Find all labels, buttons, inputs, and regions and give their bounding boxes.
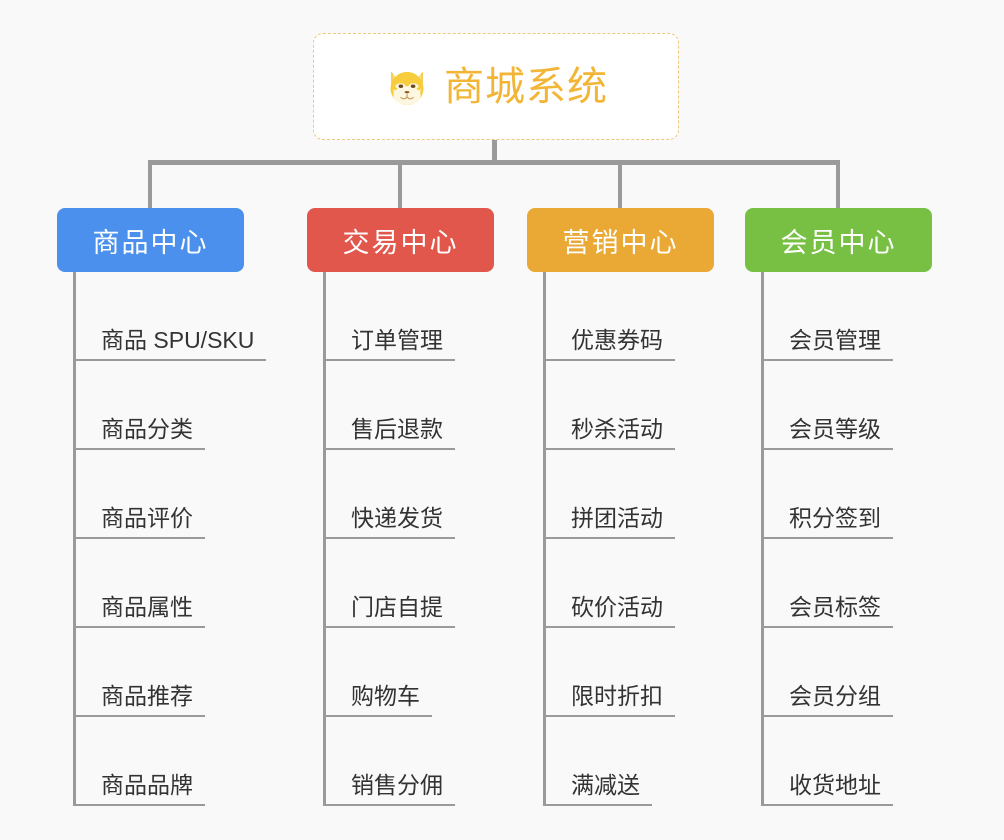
list-item[interactable]: 门店自提 — [307, 539, 494, 628]
branch-stem-3 — [543, 272, 546, 806]
list-item[interactable]: 会员标签 — [745, 539, 932, 628]
list-item[interactable]: 售后退款 — [307, 361, 494, 450]
leaf-label: 快递发货 — [326, 505, 455, 539]
list-item[interactable]: 积分签到 — [745, 450, 932, 539]
leaf-label: 订单管理 — [326, 327, 455, 361]
branch-product-center: 商品中心 商品 SPU/SKU 商品分类 商品评价 商品属性 商品推荐 商品品牌 — [57, 208, 267, 806]
list-item[interactable]: 购物车 — [307, 628, 494, 717]
category-box-2[interactable]: 交易中心 — [307, 208, 494, 272]
leaf-label: 收货地址 — [764, 772, 893, 806]
list-item[interactable]: 商品推荐 — [57, 628, 266, 717]
list-item[interactable]: 拼团活动 — [527, 450, 714, 539]
list-item[interactable]: 商品分类 — [57, 361, 266, 450]
list-item[interactable]: 商品属性 — [57, 539, 266, 628]
leaf-list-4: 会员管理 会员等级 积分签到 会员标签 会员分组 收货地址 — [745, 272, 932, 806]
connector-horizontal-bus — [148, 160, 840, 165]
branch-member-center: 会员中心 会员管理 会员等级 积分签到 会员标签 会员分组 收货地址 — [745, 208, 932, 806]
connector-drop-3 — [618, 160, 622, 210]
list-item[interactable]: 快递发货 — [307, 450, 494, 539]
list-item[interactable]: 商品 SPU/SKU — [57, 272, 267, 361]
leaf-label: 门店自提 — [326, 594, 455, 628]
list-item[interactable]: 优惠券码 — [527, 272, 714, 361]
branch-stem-1 — [73, 272, 76, 806]
list-item[interactable]: 会员等级 — [745, 361, 932, 450]
connector-drop-4 — [836, 160, 840, 210]
category-box-1[interactable]: 商品中心 — [57, 208, 244, 272]
list-item[interactable]: 销售分佣 — [307, 717, 494, 806]
category-box-3[interactable]: 营销中心 — [527, 208, 714, 272]
list-item[interactable]: 商品品牌 — [57, 717, 266, 806]
list-item[interactable]: 满减送 — [527, 717, 714, 806]
list-item[interactable]: 砍价活动 — [527, 539, 714, 628]
root-node[interactable]: 商城系统 — [313, 33, 679, 140]
leaf-label: 限时折扣 — [546, 683, 675, 717]
branch-stem-4 — [761, 272, 764, 806]
leaf-label: 秒杀活动 — [546, 416, 675, 450]
connector-drop-1 — [148, 160, 152, 210]
leaf-label: 会员等级 — [764, 416, 893, 450]
branch-stem-2 — [323, 272, 326, 806]
leaf-label: 会员标签 — [764, 594, 893, 628]
list-item[interactable]: 订单管理 — [307, 272, 494, 361]
connector-drop-2 — [398, 160, 402, 210]
leaf-label: 购物车 — [326, 683, 432, 717]
list-item[interactable]: 收货地址 — [745, 717, 932, 806]
leaf-label: 商品 SPU/SKU — [76, 327, 267, 361]
leaf-label: 商品属性 — [76, 594, 205, 628]
leaf-label: 售后退款 — [326, 416, 455, 450]
leaf-label: 满减送 — [546, 772, 652, 806]
list-item[interactable]: 限时折扣 — [527, 628, 714, 717]
leaf-label: 砍价活动 — [546, 594, 675, 628]
branch-trade-center: 交易中心 订单管理 售后退款 快递发货 门店自提 购物车 销售分佣 — [307, 208, 494, 806]
leaf-list-3: 优惠券码 秒杀活动 拼团活动 砍价活动 限时折扣 满减送 — [527, 272, 714, 806]
list-item[interactable]: 会员分组 — [745, 628, 932, 717]
list-item[interactable]: 会员管理 — [745, 272, 932, 361]
leaf-list-1: 商品 SPU/SKU 商品分类 商品评价 商品属性 商品推荐 商品品牌 — [57, 272, 267, 806]
category-box-4[interactable]: 会员中心 — [745, 208, 932, 272]
list-item[interactable]: 秒杀活动 — [527, 361, 714, 450]
leaf-label: 积分签到 — [764, 505, 893, 539]
root-title: 商城系统 — [444, 64, 608, 109]
leaf-label: 商品分类 — [76, 416, 205, 450]
leaf-label: 商品推荐 — [76, 683, 205, 717]
connector-root-stem — [492, 140, 497, 164]
leaf-label: 会员分组 — [764, 683, 893, 717]
leaf-label: 优惠券码 — [546, 327, 675, 361]
leaf-label: 商品评价 — [76, 505, 205, 539]
leaf-label: 销售分佣 — [326, 772, 455, 806]
shiba-dog-face-icon — [384, 64, 430, 110]
leaf-label: 会员管理 — [764, 327, 893, 361]
branch-marketing-center: 营销中心 优惠券码 秒杀活动 拼团活动 砍价活动 限时折扣 满减送 — [527, 208, 714, 806]
leaf-label: 拼团活动 — [546, 505, 675, 539]
leaf-label: 商品品牌 — [76, 772, 205, 806]
list-item[interactable]: 商品评价 — [57, 450, 266, 539]
leaf-list-2: 订单管理 售后退款 快递发货 门店自提 购物车 销售分佣 — [307, 272, 494, 806]
